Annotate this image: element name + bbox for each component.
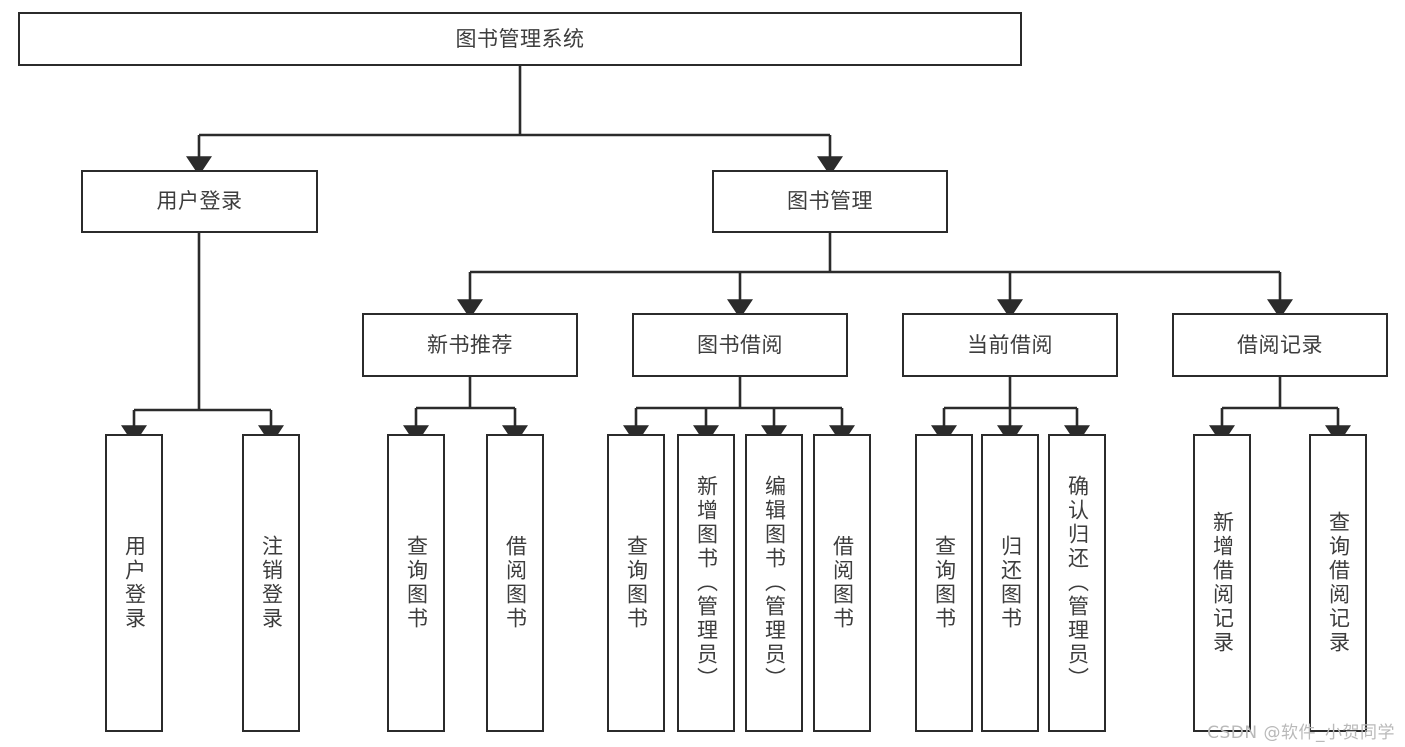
node-label: 查询图书: [404, 535, 429, 631]
node-leaf-edit-book[interactable]: 编辑图书（管理员）: [745, 434, 803, 732]
node-leaf-query-book-1[interactable]: 查询图书: [387, 434, 445, 732]
node-label: 新书推荐: [427, 332, 513, 357]
node-user-login[interactable]: 用户登录: [81, 170, 318, 233]
node-current-borrow[interactable]: 当前借阅: [902, 313, 1118, 377]
node-label: 注销登录: [259, 535, 284, 631]
node-label: 新增图书（管理员）: [694, 475, 719, 691]
node-label: 借阅图书: [503, 535, 528, 631]
node-label: 新增借阅记录: [1210, 511, 1235, 655]
node-leaf-query-record[interactable]: 查询借阅记录: [1309, 434, 1367, 732]
node-label: 图书管理系统: [455, 26, 585, 51]
node-leaf-confirm-return[interactable]: 确认归还（管理员）: [1048, 434, 1106, 732]
node-leaf-return-book[interactable]: 归还图书: [981, 434, 1039, 732]
node-leaf-query-book-3[interactable]: 查询图书: [915, 434, 973, 732]
node-label: 查询借阅记录: [1326, 511, 1351, 655]
node-label: 确认归还（管理员）: [1065, 475, 1090, 691]
node-leaf-add-book[interactable]: 新增图书（管理员）: [677, 434, 735, 732]
node-leaf-add-record[interactable]: 新增借阅记录: [1193, 434, 1251, 732]
node-book-borrow[interactable]: 图书借阅: [632, 313, 848, 377]
node-leaf-borrow-book-2[interactable]: 借阅图书: [813, 434, 871, 732]
node-label: 借阅记录: [1237, 332, 1323, 357]
node-label: 查询图书: [624, 535, 649, 631]
node-label: 归还图书: [998, 535, 1023, 631]
node-borrow-record[interactable]: 借阅记录: [1172, 313, 1388, 377]
node-leaf-user-login[interactable]: 用户登录: [105, 434, 163, 732]
node-label: 图书管理: [787, 189, 873, 214]
node-label: 当前借阅: [967, 332, 1053, 357]
node-label: 用户登录: [122, 535, 147, 631]
node-new-book-recommend[interactable]: 新书推荐: [362, 313, 578, 377]
node-leaf-logout-login[interactable]: 注销登录: [242, 434, 300, 732]
node-label: 用户登录: [156, 189, 243, 214]
node-root-system[interactable]: 图书管理系统: [18, 12, 1022, 66]
node-book-manage[interactable]: 图书管理: [712, 170, 948, 233]
node-leaf-query-book-2[interactable]: 查询图书: [607, 434, 665, 732]
csdn-watermark: CSDN @软件_小贺同学: [1207, 723, 1395, 743]
node-label: 编辑图书（管理员）: [762, 475, 787, 691]
node-leaf-borrow-book-1[interactable]: 借阅图书: [486, 434, 544, 732]
node-label: 查询图书: [932, 535, 957, 631]
node-label: 图书借阅: [697, 332, 783, 357]
node-label: 借阅图书: [830, 535, 855, 631]
